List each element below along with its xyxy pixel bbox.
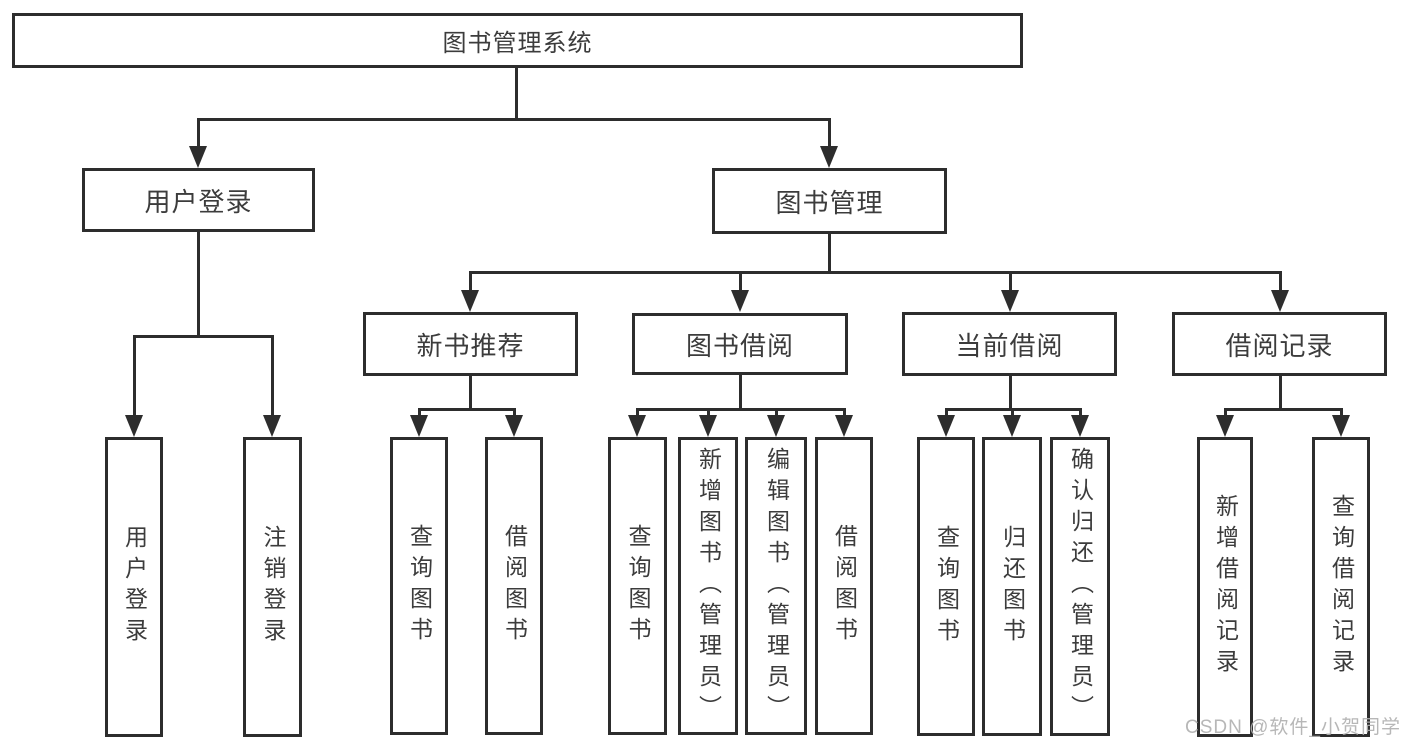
arrowhead [628,415,646,437]
connector-line [1224,408,1227,418]
connector-line [418,408,421,418]
connector-line [418,408,516,411]
leaf-label: 注销登录 [260,525,286,649]
connector-line [636,408,845,411]
node-book-borrowing: 图书借阅 [632,313,848,375]
connector-line [133,335,136,417]
leaf-label: 确认归还（管理员） [1067,447,1094,726]
node-label: 当前借阅 [955,330,1064,361]
connector-line [1340,408,1343,418]
leaf-label: 查询借阅记录 [1328,494,1355,680]
connector-line [843,408,846,418]
arrowhead [1332,415,1350,437]
arrowhead [1071,415,1089,437]
connector-line [197,118,831,121]
arrowhead [1271,290,1289,312]
leaf-add-borrow-record: 新增借阅记录 [1197,437,1253,737]
connector-line [515,68,518,118]
node-book-management-branch: 图书管理 [712,168,947,234]
arrowhead [731,290,749,312]
connector-line [1009,271,1012,293]
leaf-label: 查询图书 [406,524,433,648]
node-current-borrowing: 当前借阅 [902,312,1117,376]
leaf-query-books: 查询图书 [917,437,975,736]
connector-line [739,271,742,293]
node-borrowing-records: 借阅记录 [1172,312,1387,376]
connector-line [775,408,778,418]
connector-line [828,234,831,271]
connector-line [271,335,274,417]
arrowhead [835,415,853,437]
arrowhead [1003,415,1021,437]
connector-line [197,232,200,335]
connector-line [513,408,516,418]
node-label: 图书管理系统 [442,30,593,57]
leaf-label: 编辑图书（管理员） [763,446,790,726]
leaf-query-books: 查询图书 [608,437,667,735]
node-library-management-system: 图书管理系统 [12,13,1023,68]
leaf-borrow-books: 借阅图书 [485,437,543,735]
arrowhead [263,415,281,437]
connector-line [197,118,200,150]
leaf-label: 新增借阅记录 [1212,494,1239,680]
arrowhead [767,415,785,437]
arrowhead [505,415,523,437]
arrowhead [189,146,207,168]
arrowhead [125,415,143,437]
connector-line [133,335,274,338]
leaf-label: 借阅图书 [831,524,858,648]
connector-line [470,271,1282,274]
leaf-label: 用户登录 [121,525,148,649]
leaf-query-books: 查询图书 [390,437,448,735]
connector-line [469,271,472,293]
connector-line [636,408,639,418]
arrowhead [410,415,428,437]
arrowhead [461,290,479,312]
leaf-return-books: 归还图书 [982,437,1042,736]
node-label: 用户登录 [144,186,253,217]
connector-line [1279,271,1282,293]
arrowhead [699,415,717,437]
node-label: 图书借阅 [685,330,794,361]
connector-line [828,118,831,150]
leaf-confirm-return-admin: 确认归还（管理员） [1050,437,1110,736]
connector-line [469,376,472,408]
arrowhead [820,146,838,168]
connector-line [1079,408,1082,418]
node-label: 新书推荐 [416,330,525,361]
csdn-watermark: CSDN @软件_小贺同学 [1185,717,1401,738]
leaf-label: 查询图书 [625,524,651,648]
node-new-book-recommend: 新书推荐 [363,312,578,376]
leaf-label: 查询图书 [933,524,960,649]
arrowhead [1216,415,1234,437]
leaf-label: 归还图书 [999,524,1026,649]
node-label: 借阅记录 [1225,330,1334,361]
leaf-logout: 注销登录 [243,437,302,737]
leaf-label: 借阅图书 [501,524,528,648]
connector-line [1224,408,1343,411]
node-label: 图书管理 [775,187,884,218]
connector-line [1009,376,1012,408]
leaf-borrow-books: 借阅图书 [815,437,873,735]
leaf-user-login: 用户登录 [105,437,163,737]
connector-line [707,408,710,418]
arrowhead [1001,290,1019,312]
leaf-query-borrow-record: 查询借阅记录 [1312,437,1370,737]
connector-line [1279,376,1282,408]
leaf-label: 新增图书（管理员） [695,446,722,726]
leaf-edit-books-admin: 编辑图书（管理员） [745,437,807,735]
arrowhead [937,415,955,437]
node-user-login-branch: 用户登录 [82,168,315,232]
connector-line [1011,408,1014,418]
connector-line [945,408,948,418]
connector-line [739,375,742,408]
leaf-add-books-admin: 新增图书（管理员） [678,437,738,735]
